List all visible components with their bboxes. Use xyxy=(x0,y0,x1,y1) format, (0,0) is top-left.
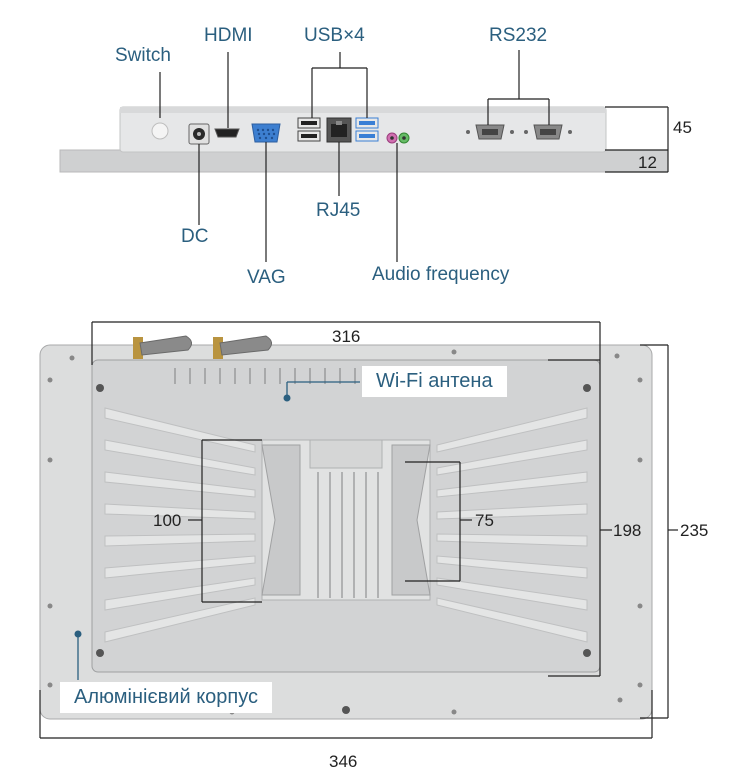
hdmi-port xyxy=(214,128,240,138)
dc-label: DC xyxy=(181,226,209,247)
outer-width-dimension: 346 xyxy=(329,752,358,771)
vesa-right-dimension: 75 xyxy=(475,511,494,530)
wifi-antenna-callout: Wi-Fi антена xyxy=(362,366,507,397)
back-view-leaders xyxy=(39,321,678,739)
vesa-left-dimension: 100 xyxy=(153,511,182,530)
height-dimension: 45 xyxy=(673,118,692,137)
back-view-device xyxy=(39,335,653,720)
top-view-device xyxy=(59,106,669,173)
outer-height-dimension: 235 xyxy=(680,521,709,540)
rs232-label: RS232 xyxy=(489,25,548,46)
switch-port xyxy=(151,122,169,140)
hdmi-label: HDMI xyxy=(204,25,253,46)
vag-label: VAG xyxy=(247,267,286,288)
usb-label: USB×4 xyxy=(304,25,365,46)
antenna xyxy=(133,335,272,359)
inner-width-dimension: 316 xyxy=(332,327,361,346)
aluminum-housing-callout: Алюмінієвий корпус xyxy=(60,682,273,713)
rj45-label: RJ45 xyxy=(316,200,361,221)
vga-port xyxy=(251,123,281,143)
callout-leaders xyxy=(74,381,360,680)
switch-label: Switch xyxy=(115,45,171,66)
top-view-leaders xyxy=(159,50,669,262)
inner-height-dimension: 198 xyxy=(613,521,642,540)
audio-label: Audio frequency xyxy=(372,264,510,285)
bezel-dimension: 12 xyxy=(638,153,657,172)
